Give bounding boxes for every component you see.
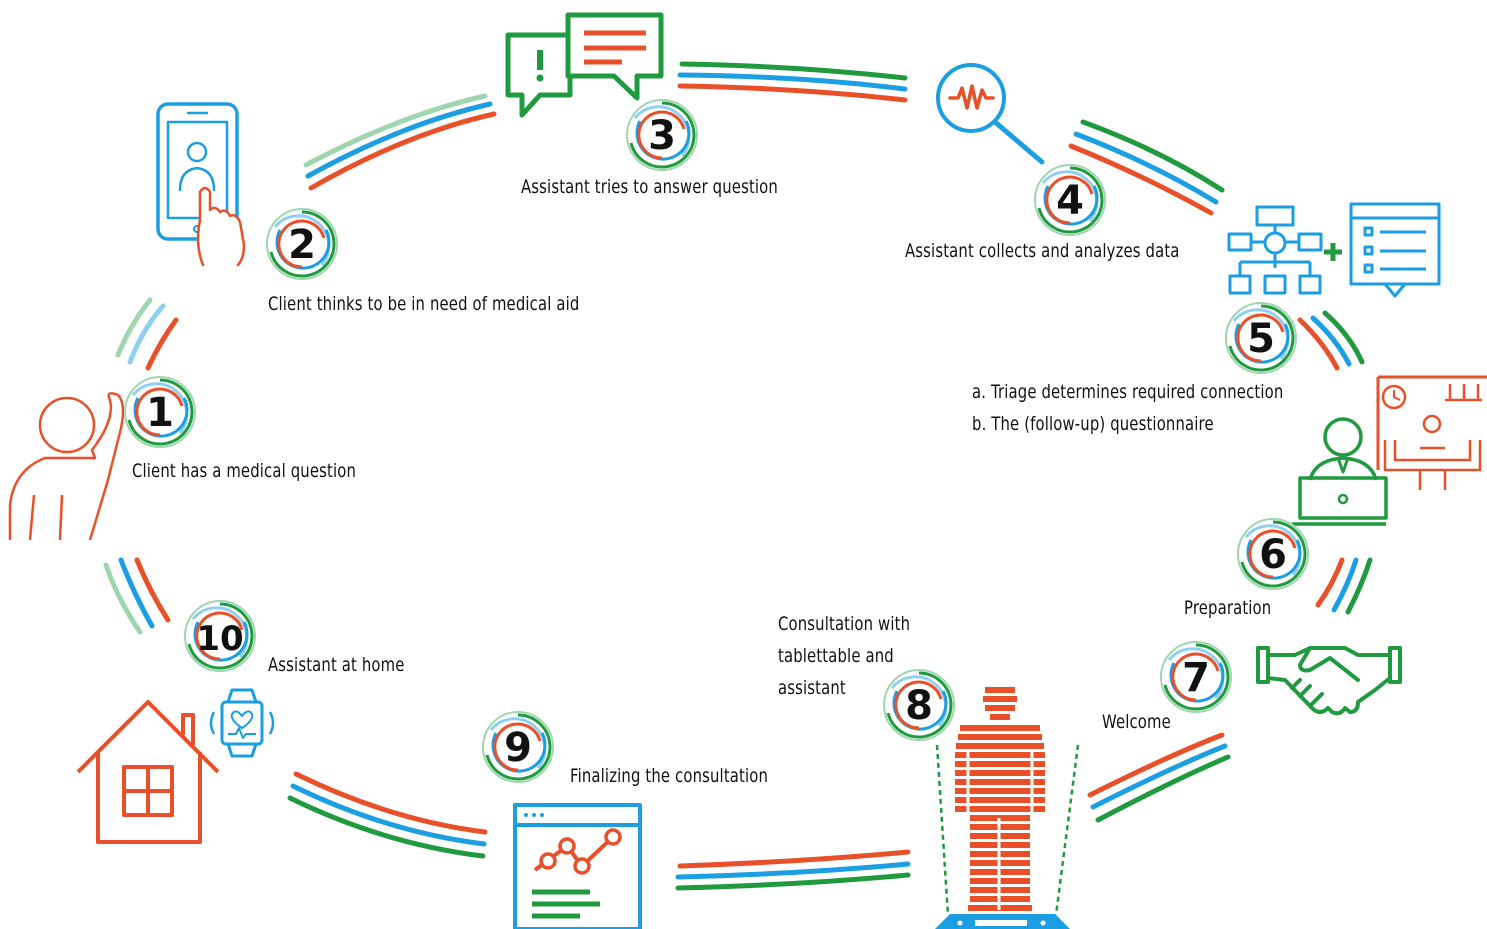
- body-scan-icon: [935, 687, 1080, 929]
- step-badge-4: 4: [1033, 163, 1107, 237]
- arc-9-10: [287, 771, 488, 859]
- step-badge-9: 9: [481, 710, 555, 784]
- arc-7-8: [1087, 732, 1231, 823]
- magnifier-pulse-icon: [936, 63, 1045, 165]
- step-label-7: Welcome: [1102, 711, 1171, 733]
- step-label-5: a. Triage determines required connection…: [972, 376, 1283, 440]
- arc-3-4: [677, 61, 908, 103]
- step-badge-6: 6: [1236, 517, 1310, 591]
- arc-2-3: [303, 93, 497, 191]
- step-number-8: 8: [905, 683, 933, 729]
- step-label-10: Assistant at home: [268, 654, 405, 676]
- waiting-room-laptop-icon: [1292, 375, 1487, 526]
- connector-arcs: [103, 61, 1373, 891]
- step-label-5-line-b: b. The (follow-up) questionnaire: [972, 413, 1214, 435]
- chart-window-icon: [513, 803, 642, 929]
- step-label-5-line-a: a. Triage determines required connection: [972, 381, 1284, 403]
- step-label-8-line-1: Consultation with: [778, 613, 911, 635]
- step-label-3: Assistant tries to answer question: [521, 176, 778, 198]
- step-number-1: 1: [146, 390, 174, 436]
- step-number-4: 4: [1056, 178, 1084, 224]
- step-number-2: 2: [288, 222, 316, 268]
- flowchart-form-icon: [1227, 202, 1441, 298]
- step-label-1: Client has a medical question: [132, 460, 357, 482]
- arc-10-1: [103, 557, 171, 635]
- step-number-6: 6: [1259, 532, 1287, 578]
- step-label-8-line-2: tablettable and: [778, 645, 894, 667]
- step-label-6: Preparation: [1184, 597, 1272, 619]
- smartphone-touch-icon: [156, 102, 246, 267]
- step-label-4: Assistant collects and analyzes data: [905, 240, 1180, 262]
- step-label-8: Consultation with tablettable and assist…: [778, 608, 910, 704]
- arc-1-2: [115, 297, 179, 371]
- step-label-2: Client thinks to be in need of medical a…: [268, 293, 580, 315]
- arc-5-6: [1297, 310, 1365, 371]
- step-number-9: 9: [504, 725, 532, 771]
- arc-8-9: [675, 849, 911, 891]
- step-badge-5: 5: [1224, 301, 1298, 375]
- arc-4-5: [1068, 119, 1225, 216]
- step-label-9: Finalizing the consultation: [570, 765, 769, 787]
- house-smartwatch-icon: [76, 688, 275, 844]
- step-number-10: 10: [196, 619, 243, 659]
- step-number-7: 7: [1182, 655, 1210, 701]
- step-badge-10: 10: [183, 599, 257, 673]
- step-badge-8: 8: [882, 668, 956, 742]
- step-badge-2: 2: [265, 207, 339, 281]
- step-badge-3: 3: [625, 98, 699, 172]
- step-badge-1: 1: [123, 375, 197, 449]
- chat-bubbles-icon: [505, 12, 664, 118]
- step-number-5: 5: [1247, 316, 1275, 362]
- handshake-icon: [1256, 646, 1402, 716]
- thinking-person-icon: [8, 392, 125, 541]
- step-badge-7: 7: [1159, 640, 1233, 714]
- arc-6-7: [1315, 557, 1373, 615]
- step-number-3: 3: [648, 113, 676, 159]
- step-label-8-line-3: assistant: [778, 677, 846, 699]
